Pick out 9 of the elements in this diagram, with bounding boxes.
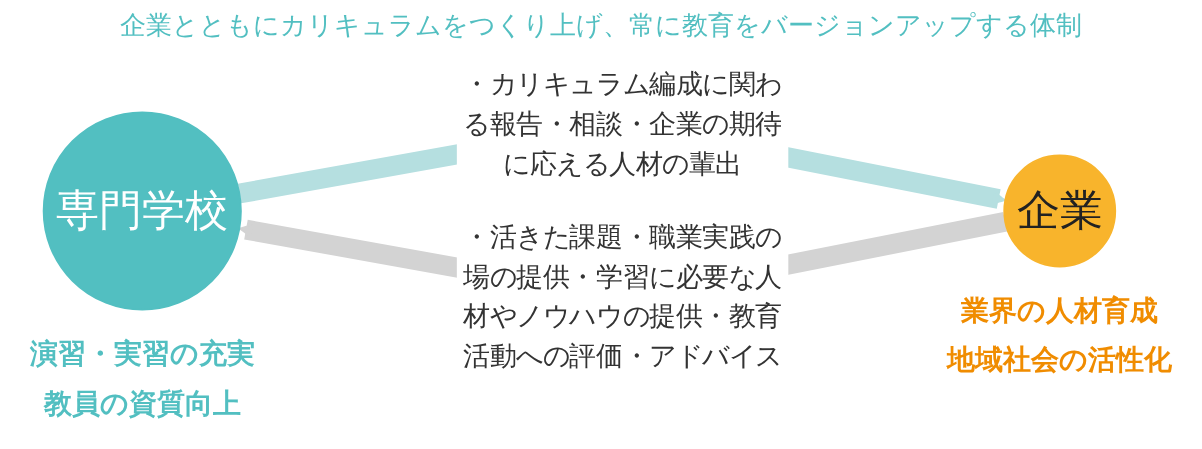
caption-text: 業界の人材育成	[961, 293, 1159, 327]
edge-label: ・活きた課題・職業実践の場の提供・学習に必要な人材やノウハウの提供・教育活動への評価・アドバイス	[463, 220, 782, 372]
circle-node: 企業	[1003, 154, 1117, 268]
caption-text: 演習・実習の充実	[29, 336, 255, 370]
caption-text: 地域社会の活性化	[947, 343, 1173, 377]
caption-text: 教員の資質向上	[43, 386, 241, 420]
circle-node: 専門学校	[42, 111, 242, 311]
edge-label: ・カリキュラム編成に関わる報告・相談・企業の期待に応える人材の輩出	[463, 68, 782, 180]
title: 企業とともにカリキュラムをつくり上げ、常に教育をバージョンアップする体制	[119, 9, 1083, 42]
